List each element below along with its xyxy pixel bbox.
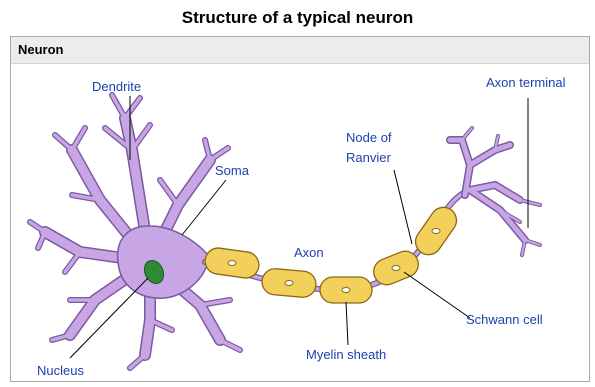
label-dendrite: Dendrite — [92, 79, 141, 94]
label-myelin-sheath: Myelin sheath — [306, 347, 386, 362]
label-schwann-cell: Schwann cell — [466, 312, 543, 327]
label-axon-terminal: Axon terminal — [486, 75, 566, 90]
label-soma: Soma — [215, 163, 250, 178]
label-node-of-ranvier-line1: Node of — [346, 130, 392, 145]
soma — [118, 226, 209, 298]
label-axon: Axon — [294, 245, 324, 260]
myelin-sheath — [203, 202, 461, 303]
label-node-of-ranvier-line2: Ranvier — [346, 150, 391, 165]
label-nucleus: Nucleus — [37, 363, 84, 378]
